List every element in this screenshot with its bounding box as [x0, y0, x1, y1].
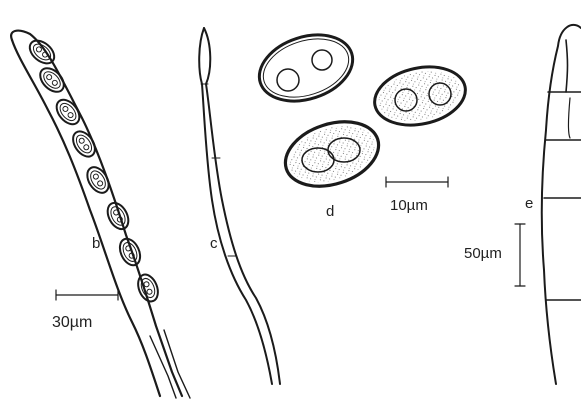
- spore-d-top: [251, 24, 361, 113]
- hypha-left-wall: [542, 25, 581, 384]
- panel-b-letter: b: [92, 235, 100, 252]
- panel-b-ascus: b 30µm: [11, 31, 190, 398]
- panel-c-letter: c: [210, 235, 218, 252]
- ascus-spores: [25, 36, 161, 304]
- ascus-stalk-line: [164, 330, 190, 398]
- ascus-outer-wall-2: [12, 40, 160, 396]
- panel-e-letter: e: [525, 195, 533, 212]
- panel-d-letter: d: [326, 203, 334, 220]
- panel-b-scale-label: 30µm: [52, 314, 92, 331]
- paraphysis-right-wall: [204, 28, 280, 384]
- panel-d-ascospores: d 10µm: [251, 24, 471, 220]
- spore-5: [83, 163, 113, 196]
- spore-3: [52, 95, 84, 128]
- panel-d-scale-label: 10µm: [390, 197, 428, 214]
- panel-d-scale-bar: [386, 177, 448, 187]
- spore-2: [36, 64, 69, 97]
- hypha-inner-line: [569, 98, 571, 138]
- panel-c-paraphysis: c: [199, 28, 280, 384]
- ascus-outer-wall: [11, 31, 182, 396]
- spore-4: [69, 127, 100, 160]
- spore-7: [116, 236, 144, 269]
- panel-e-scale-label: 50µm: [464, 245, 502, 262]
- spore-d-bottom: [277, 111, 387, 198]
- panel-e-scale-bar: [515, 224, 525, 286]
- panel-b-scale-bar: [56, 290, 118, 300]
- panel-e-hypha: e 50µm: [464, 25, 581, 384]
- spore-6: [103, 199, 132, 232]
- hypha-inner-wall: [566, 40, 568, 92]
- spore-d-right: [369, 59, 471, 133]
